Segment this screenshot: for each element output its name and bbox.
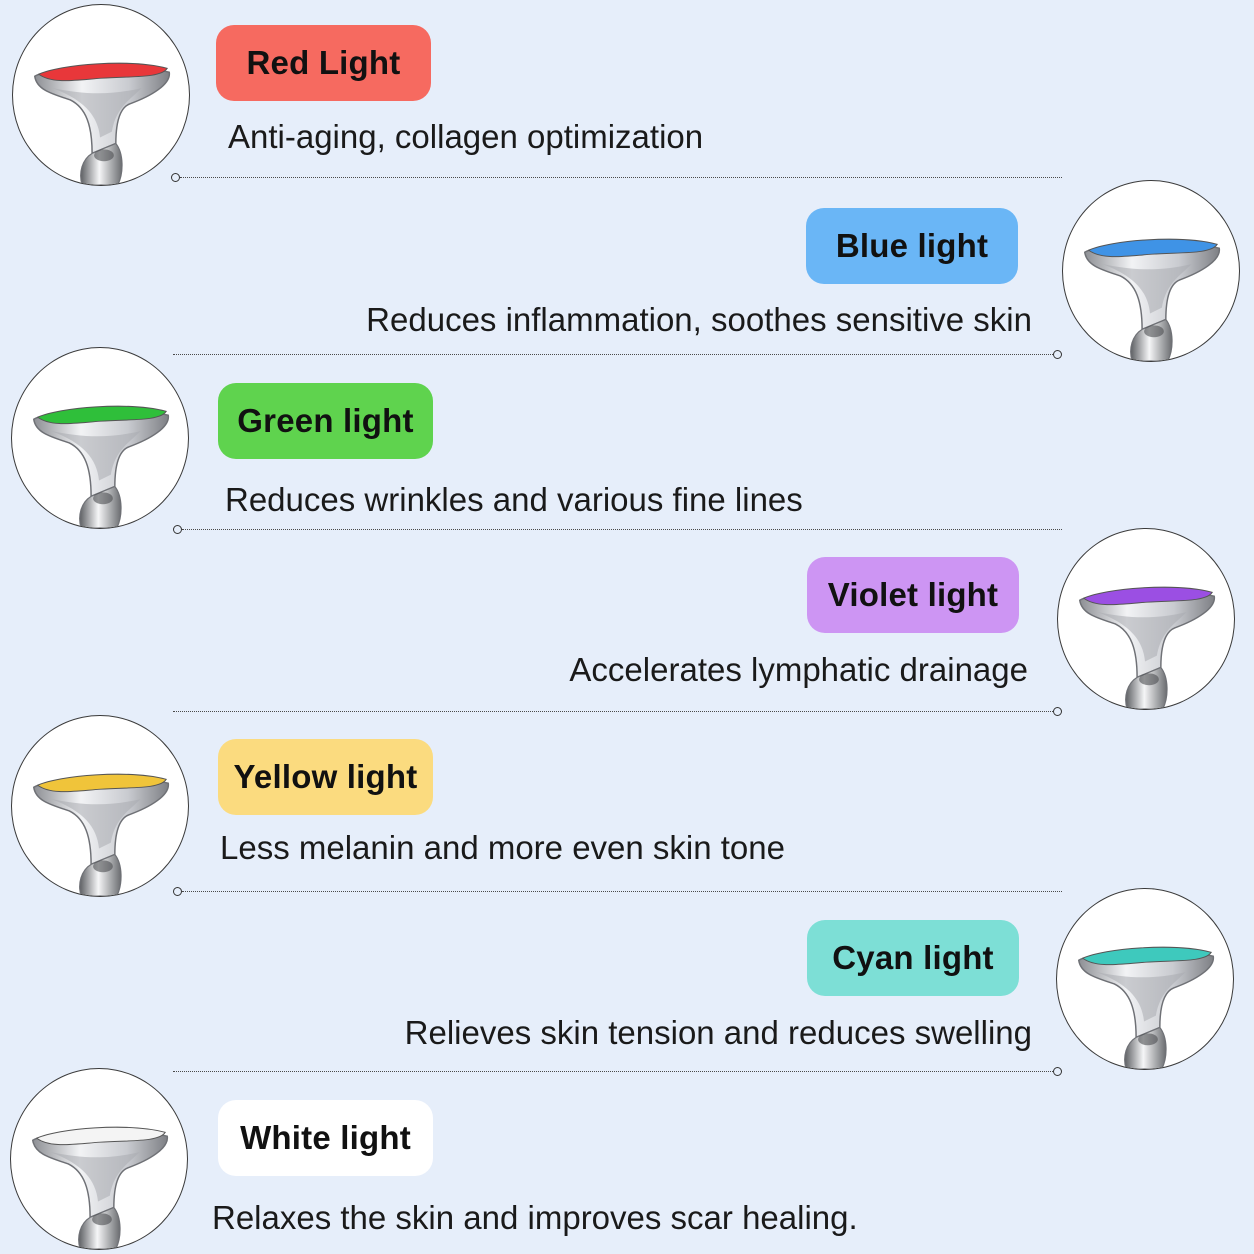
- white-light-badge: White light: [218, 1100, 433, 1176]
- neck-massager-green-icon: [11, 347, 189, 529]
- neck-massager-yellow-icon: [11, 715, 189, 897]
- cyan-light-badge: Cyan light: [807, 920, 1019, 996]
- divider-line: [173, 711, 1053, 712]
- blue-light-description: Reduces inflammation, soothes sensitive …: [366, 301, 1032, 338]
- divider-dot: [1053, 350, 1062, 359]
- divider-line: [182, 891, 1062, 892]
- divider-dot: [173, 887, 182, 896]
- neck-massager-blue-icon: [1062, 180, 1240, 362]
- divider-dot: [1053, 707, 1062, 716]
- divider-dot: [171, 173, 180, 182]
- divider-line: [180, 177, 1062, 178]
- red-light-description: Anti-aging, collagen optimization: [228, 118, 704, 155]
- divider-line: [173, 354, 1053, 355]
- green-light-badge: Green light: [218, 383, 433, 459]
- yellow-light-description: Less melanin and more even skin tone: [220, 829, 785, 866]
- neck-massager-violet-icon: [1057, 528, 1235, 710]
- cyan-light-description: Relieves skin tension and reduces swelli…: [404, 1014, 1032, 1051]
- neck-massager-cyan-icon: [1056, 888, 1234, 1070]
- red-light-badge: Red Light: [216, 25, 431, 101]
- neck-massager-red-icon: [12, 4, 190, 186]
- yellow-light-badge: Yellow light: [218, 739, 433, 815]
- divider-line: [173, 1071, 1053, 1072]
- divider-dot: [173, 525, 182, 534]
- blue-light-badge: Blue light: [806, 208, 1018, 284]
- violet-light-description: Accelerates lymphatic drainage: [569, 651, 1028, 688]
- white-light-description: Relaxes the skin and improves scar heali…: [212, 1199, 858, 1236]
- divider-dot: [1053, 1067, 1062, 1076]
- divider-line: [182, 529, 1062, 530]
- violet-light-badge: Violet light: [807, 557, 1019, 633]
- green-light-description: Reduces wrinkles and various fine lines: [225, 481, 803, 518]
- neck-massager-white-icon: [10, 1068, 188, 1250]
